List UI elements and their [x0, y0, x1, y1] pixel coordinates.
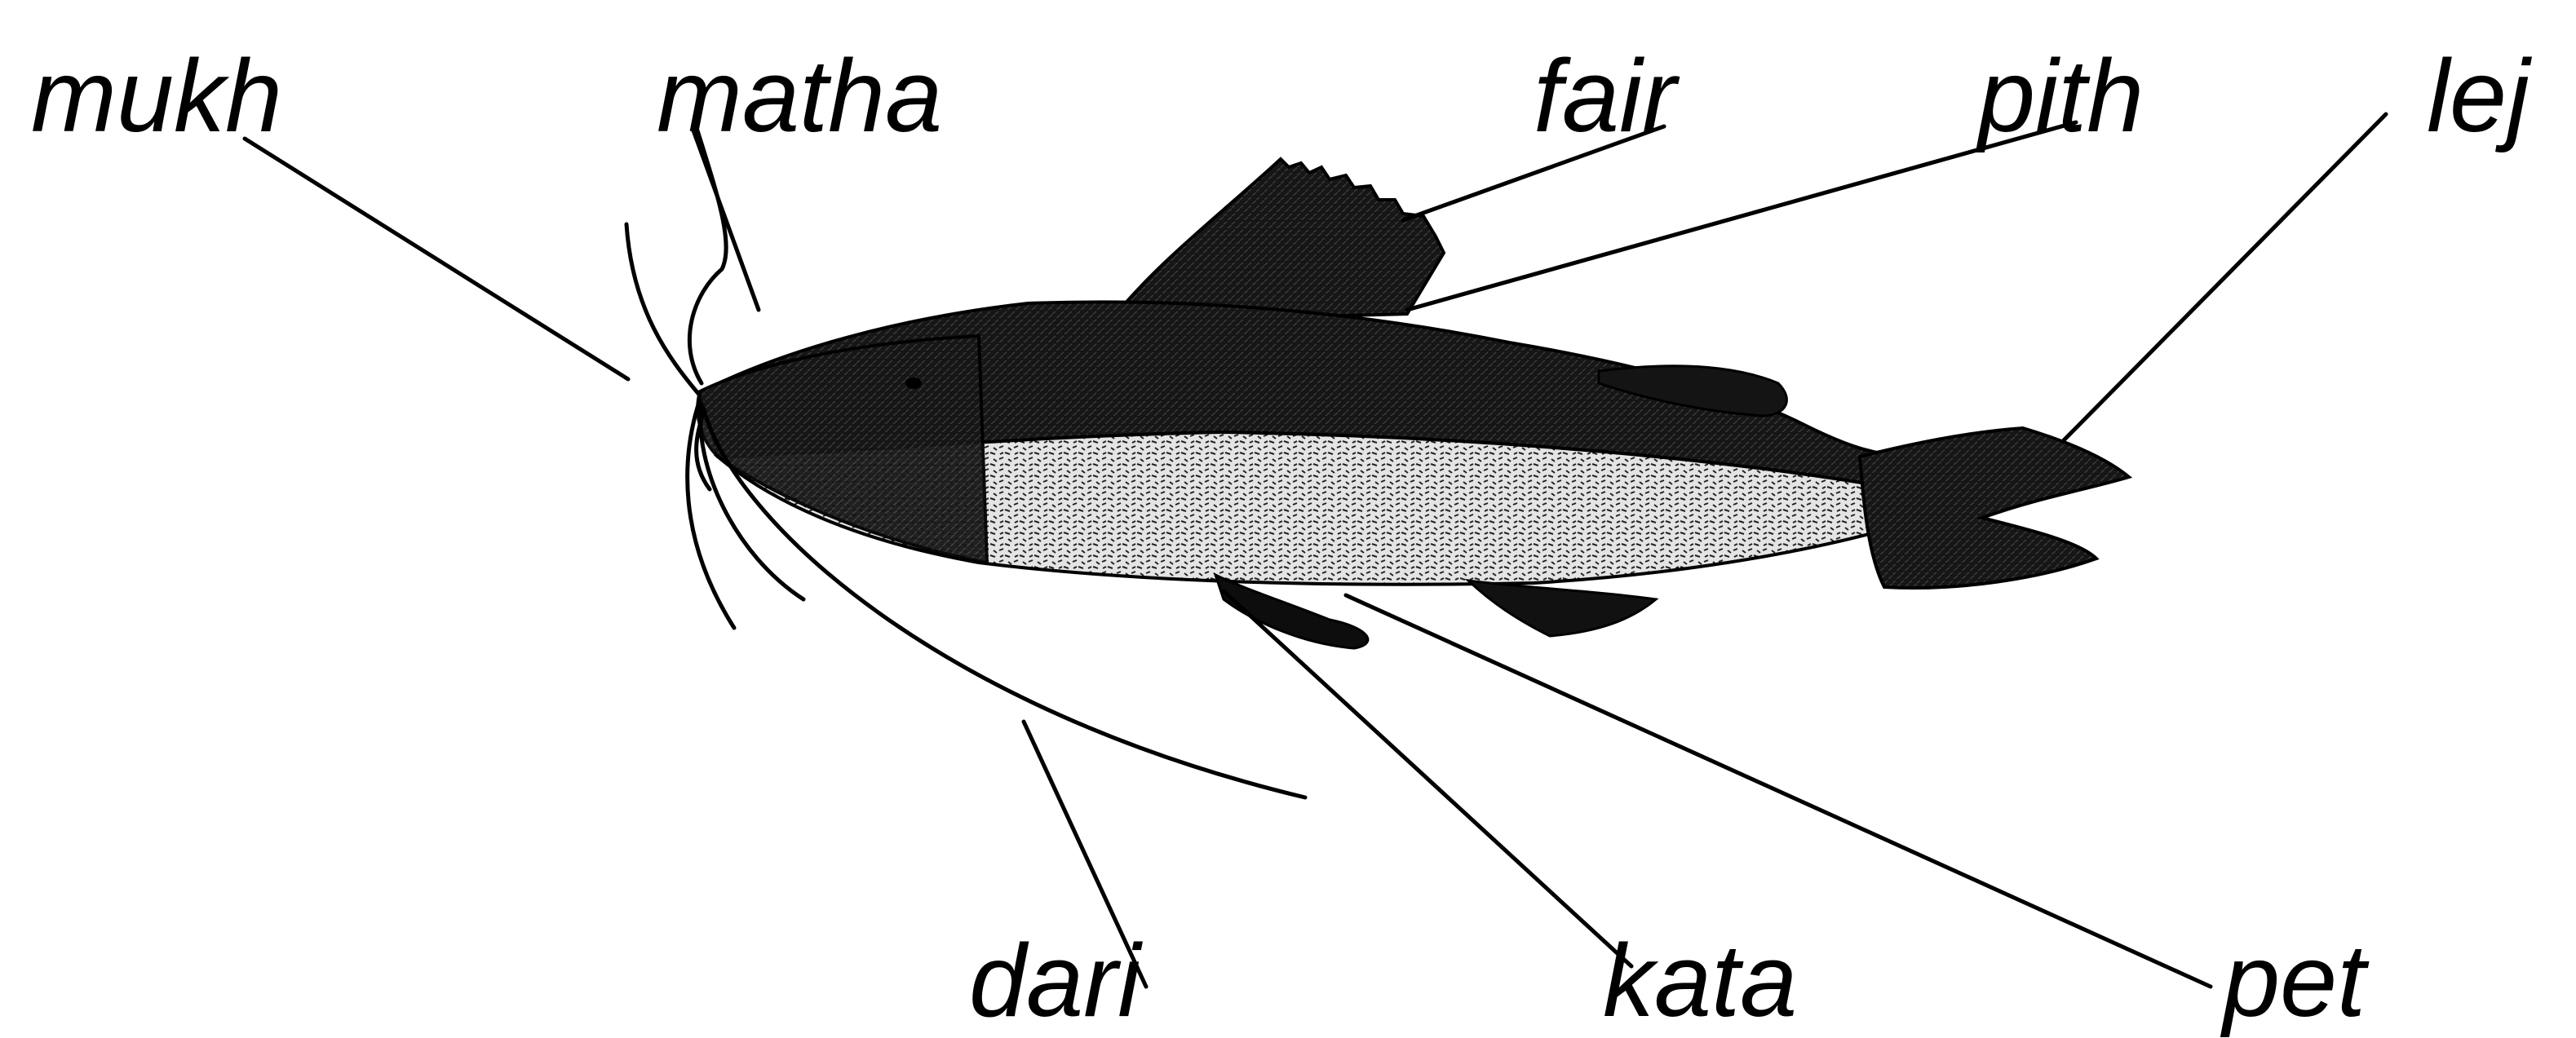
- anal-fin: [1468, 581, 1656, 636]
- leader-pith: [1407, 122, 2076, 310]
- label-lej: lej: [2427, 45, 2530, 148]
- label-kata: kata: [1603, 930, 1797, 1032]
- fish-head: [697, 336, 987, 563]
- dorsal-fin: [1109, 159, 1444, 322]
- leader-lej: [2064, 114, 2386, 440]
- leader-kata: [1224, 591, 1631, 966]
- tail-fin: [1860, 428, 2129, 588]
- label-dari: dari: [969, 930, 1140, 1032]
- label-mukh: mukh: [31, 45, 282, 148]
- eye: [905, 378, 922, 389]
- pelvic-fin: [1215, 575, 1368, 648]
- label-fair: fair: [1534, 45, 1676, 148]
- leader-mukh: [245, 139, 628, 379]
- label-pith: pith: [1978, 45, 2144, 148]
- label-matha: matha: [657, 45, 942, 148]
- label-pet: pet: [2223, 930, 2366, 1032]
- leader-matha: [693, 130, 759, 310]
